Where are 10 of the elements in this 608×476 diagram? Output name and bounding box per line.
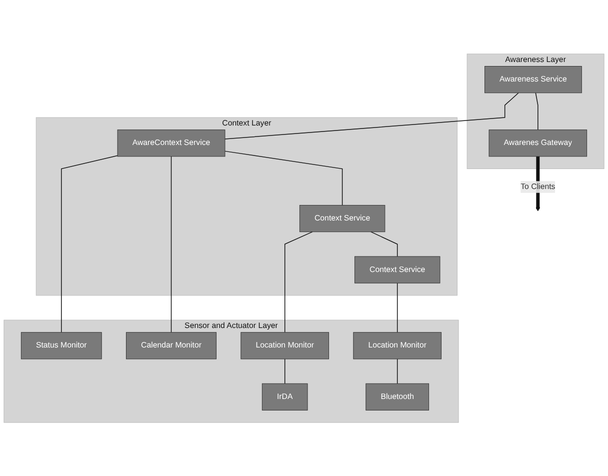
connector [284,358,286,384]
connector [224,150,343,206]
connector [170,156,172,332]
connector [284,231,313,332]
connector [396,358,398,384]
connector [535,92,538,130]
connector [61,155,118,332]
connector [396,282,398,332]
connector [370,231,398,257]
connector [224,92,519,140]
